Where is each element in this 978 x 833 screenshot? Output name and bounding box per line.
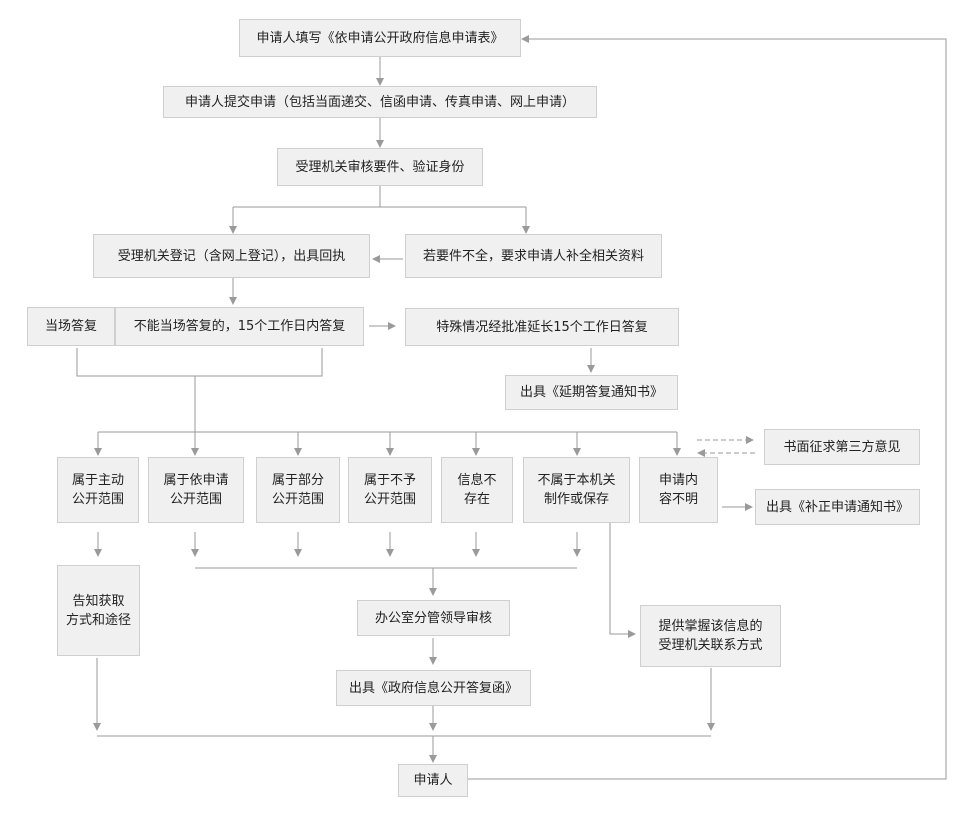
node-inform-way: 告知获取 方式和途径 [57, 565, 140, 656]
node-third-party: 书面征求第三方意见 [764, 429, 920, 465]
merge-answers [76, 348, 323, 377]
node-cat-unclear: 申请内 容不明 [639, 457, 718, 523]
node-cat-other-org: 不属于本机关 制作或保存 [523, 457, 630, 523]
node-cat-apply: 属于依申请 公开范围 [148, 457, 244, 523]
node-cat-partial: 属于部分 公开范围 [256, 457, 340, 523]
node-review: 受理机关审核要件、验证身份 [277, 148, 483, 186]
node-extend: 特殊情况经批准延长15个工作日答复 [405, 308, 679, 346]
node-provide-contact: 提供掌握该信息的 受理机关联系方式 [640, 605, 781, 667]
node-correction-notice: 出具《补正申请通知书》 [755, 489, 920, 525]
node-cat-none: 信息不 存在 [441, 457, 513, 523]
branch-review [233, 185, 381, 208]
node-office-review: 办公室分管领导审核 [357, 600, 510, 636]
node-cat-denied: 属于不予 公开范围 [348, 457, 432, 523]
node-fill-form: 申请人填写《依申请公开政府信息申请表》 [239, 19, 521, 57]
node-answer-15days: 不能当场答复的，15个工作日内答复 [115, 307, 364, 346]
node-answer-now: 当场答复 [27, 307, 115, 346]
node-reply-letter: 出具《政府信息公开答复函》 [336, 670, 531, 706]
arrow-to-contact [609, 520, 636, 638]
node-extend-notice: 出具《延期答复通知书》 [505, 375, 678, 410]
node-incomplete: 若要件不全，要求申请人补全相关资料 [405, 234, 662, 278]
node-cat-active: 属于主动 公开范围 [57, 457, 139, 523]
node-register: 受理机关登记（含网上登记），出具回执 [93, 234, 370, 278]
feedback-loop [468, 35, 947, 780]
node-submit: 申请人提交申请（包括当面递交、信函申请、传真申请、网上申请） [163, 86, 597, 118]
node-applicant: 申请人 [398, 764, 468, 797]
